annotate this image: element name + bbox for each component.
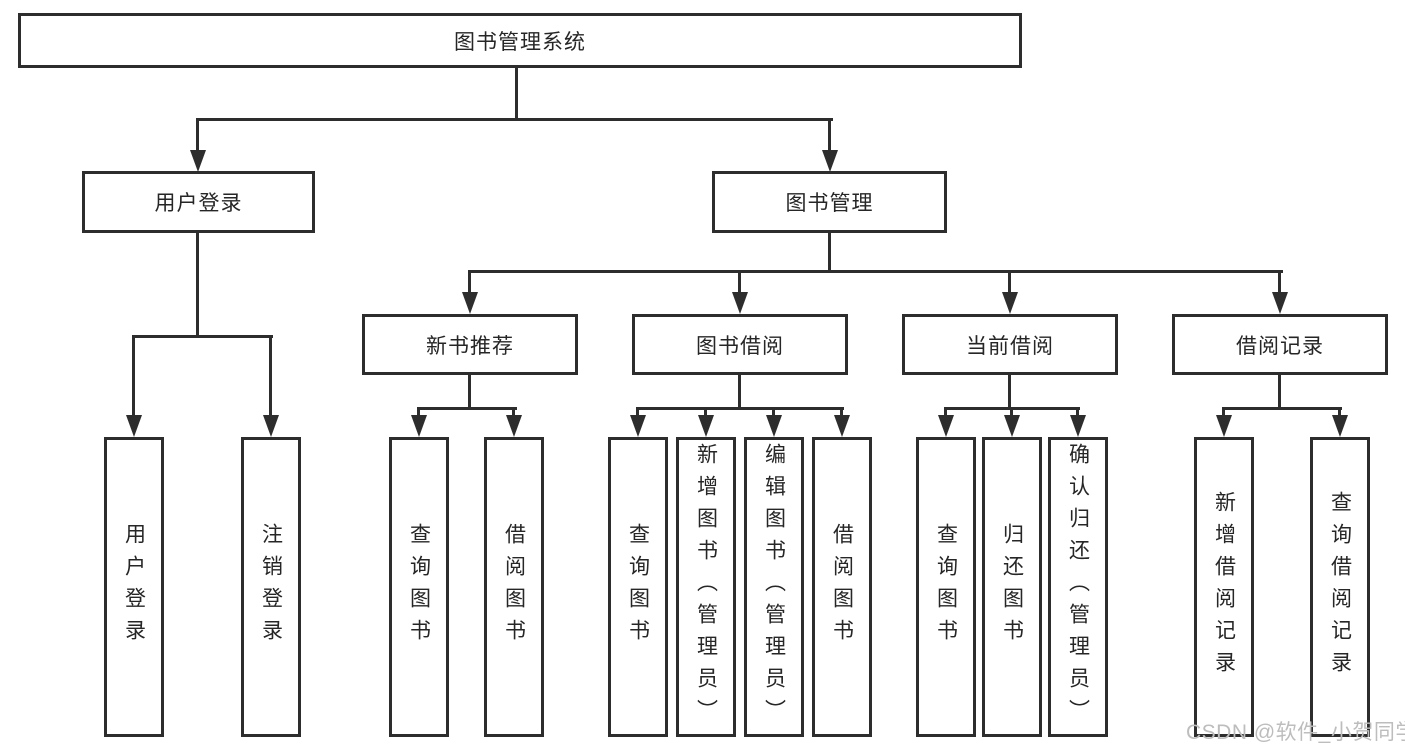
arrow-down-icon (834, 415, 850, 437)
node-book-borrowing: 图书借阅 (632, 314, 848, 375)
connector-line (738, 270, 741, 294)
leaf-user-login-label: 用户登录 (122, 523, 146, 651)
leaf-logout-label: 注销登录 (259, 523, 283, 651)
node-current-borrowing: 当前借阅 (902, 314, 1118, 375)
connector-line (636, 407, 844, 410)
connector-line (132, 335, 273, 338)
connector-line (828, 118, 831, 152)
node-book-management: 图书管理 (712, 171, 947, 233)
connector-line (1008, 270, 1011, 294)
arrow-down-icon (411, 415, 427, 437)
connector-line (468, 270, 1283, 273)
arrow-down-icon (1216, 415, 1232, 437)
connector-line (132, 335, 135, 417)
leaf-br-query-record-label: 查询借阅记录 (1328, 491, 1352, 683)
arrow-down-icon (822, 150, 838, 172)
arrow-down-icon (938, 415, 954, 437)
arrow-down-icon (1272, 292, 1288, 314)
leaf-cb-confirm-return-admin-label: 确认归还（管理员） (1066, 443, 1090, 731)
leaf-bb-add-books-admin-label: 新增图书（管理员） (694, 443, 718, 731)
leaf-bb-borrow-books: 借阅图书 (812, 437, 872, 737)
connector-line (636, 407, 639, 417)
leaf-br-query-record: 查询借阅记录 (1310, 437, 1370, 737)
leaf-bb-query-books-label: 查询图书 (626, 523, 650, 651)
arrow-down-icon (506, 415, 522, 437)
node-current-borrowing-label: 当前借阅 (966, 334, 1054, 358)
node-new-book-recommend-label: 新书推荐 (426, 334, 514, 358)
connector-line (417, 407, 517, 410)
connector-line (828, 233, 831, 273)
csdn-watermark: CSDN @软件_小贺同学 (1186, 721, 1405, 744)
leaf-br-add-record-label: 新增借阅记录 (1212, 491, 1236, 683)
arrow-down-icon (766, 415, 782, 437)
arrow-down-icon (1332, 415, 1348, 437)
leaf-br-add-record: 新增借阅记录 (1194, 437, 1254, 737)
node-new-book-recommend: 新书推荐 (362, 314, 578, 375)
leaf-bb-edit-books-admin: 编辑图书（管理员） (744, 437, 804, 737)
connector-line (515, 68, 518, 121)
connector-line (269, 335, 272, 417)
node-root: 图书管理系统 (18, 13, 1022, 68)
connector-line (417, 407, 420, 417)
connector-line (704, 407, 707, 417)
connector-line (196, 118, 199, 152)
arrow-down-icon (732, 292, 748, 314)
arrow-down-icon (1070, 415, 1086, 437)
connector-line (738, 375, 741, 409)
leaf-user-login: 用户登录 (104, 437, 164, 737)
node-book-borrowing-label: 图书借阅 (696, 334, 784, 358)
connector-line (1278, 375, 1281, 409)
connector-line (1076, 407, 1079, 417)
leaf-rec-borrow-books: 借阅图书 (484, 437, 544, 737)
connector-line (196, 118, 833, 121)
node-borrowing-records: 借阅记录 (1172, 314, 1388, 375)
connector-line (944, 407, 947, 417)
leaf-rec-query-books: 查询图书 (389, 437, 449, 737)
node-borrowing-records-label: 借阅记录 (1236, 334, 1324, 358)
leaf-rec-query-books-label: 查询图书 (407, 523, 431, 651)
leaf-cb-return-books: 归还图书 (982, 437, 1042, 737)
leaf-bb-query-books: 查询图书 (608, 437, 668, 737)
leaf-bb-add-books-admin: 新增图书（管理员） (676, 437, 736, 737)
connector-line (468, 270, 471, 294)
leaf-bb-borrow-books-label: 借阅图书 (830, 523, 854, 651)
leaf-logout: 注销登录 (241, 437, 301, 737)
arrow-down-icon (462, 292, 478, 314)
connector-line (840, 407, 843, 417)
node-user-login-label: 用户登录 (154, 192, 243, 215)
connector-line (1278, 270, 1281, 294)
connector-line (468, 375, 471, 409)
arrow-down-icon (263, 415, 279, 437)
connector-line (1222, 407, 1225, 417)
connector-line (1010, 407, 1013, 417)
arrow-down-icon (190, 150, 206, 172)
connector-line (1008, 375, 1011, 409)
node-user-login: 用户登录 (82, 171, 315, 233)
connector-line (196, 233, 199, 337)
leaf-cb-confirm-return-admin: 确认归还（管理员） (1048, 437, 1108, 737)
leaf-bb-edit-books-admin-label: 编辑图书（管理员） (762, 443, 786, 731)
node-book-management-label: 图书管理 (785, 192, 874, 215)
arrow-down-icon (126, 415, 142, 437)
leaf-cb-query-books: 查询图书 (916, 437, 976, 737)
connector-line (1222, 407, 1342, 410)
arrow-down-icon (698, 415, 714, 437)
leaf-rec-borrow-books-label: 借阅图书 (502, 523, 526, 651)
arrow-down-icon (630, 415, 646, 437)
arrow-down-icon (1002, 292, 1018, 314)
connector-line (772, 407, 775, 417)
node-root-label: 图书管理系统 (454, 30, 586, 54)
leaf-cb-query-books-label: 查询图书 (934, 523, 958, 651)
connector-line (512, 407, 515, 417)
connector-line (1338, 407, 1341, 417)
leaf-cb-return-books-label: 归还图书 (1000, 523, 1024, 651)
arrow-down-icon (1004, 415, 1020, 437)
